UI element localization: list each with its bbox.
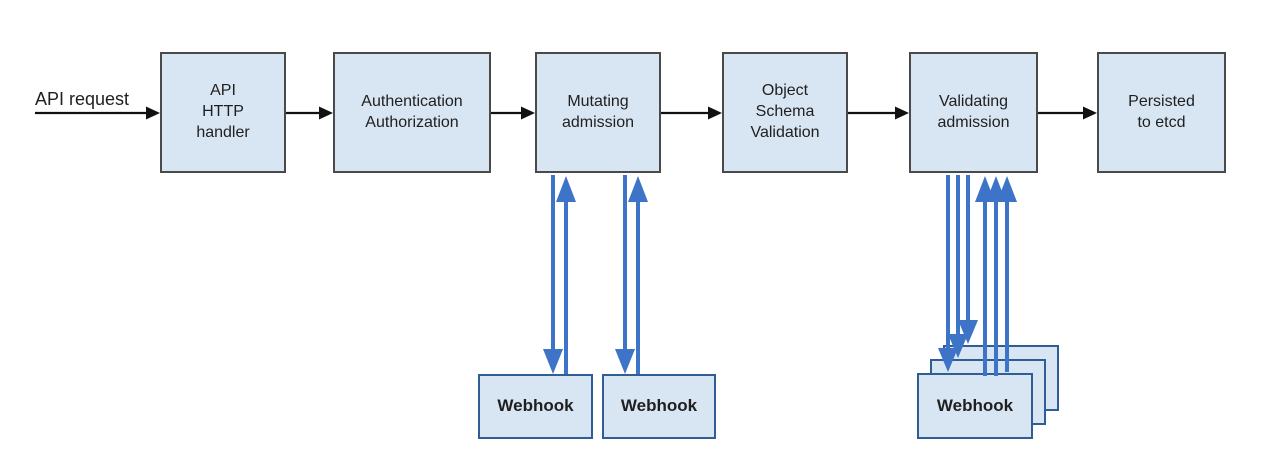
node-object-schema-validation: Object Schema Validation (722, 52, 848, 173)
node-persisted-to-etcd: Persisted to etcd (1097, 52, 1226, 173)
flow-arrow-mutating-to-schema (661, 106, 722, 120)
node-authentication-authorization: Authentication Authorization (333, 52, 491, 173)
mutating-webhook1-call-arrow (543, 175, 563, 374)
validating-webhook-call-arrow-3 (958, 175, 978, 344)
validating-webhook-response-arrow-3 (997, 176, 1017, 372)
mutating-webhook-box-2: Webhook (602, 374, 716, 439)
api-request-label: API request (35, 89, 130, 109)
validating-webhook-call-arrow-1 (938, 175, 958, 372)
flow-arrow-schema-to-validating (848, 106, 909, 120)
mutating-webhook1-response-arrow (556, 176, 576, 374)
flow-arrow-validating-to-etcd (1038, 106, 1097, 120)
flow-arrow-auth-to-mutating (491, 106, 535, 120)
mutating-webhook2-call-arrow (615, 175, 635, 374)
validating-webhook-box-front: Webhook (917, 373, 1033, 439)
node-validating-admission: Validating admission (909, 52, 1038, 173)
flow-arrow-handler-to-auth (286, 106, 333, 120)
node-api-http-handler: API HTTP handler (160, 52, 286, 173)
mutating-webhook2-response-arrow (628, 176, 648, 374)
node-mutating-admission: Mutating admission (535, 52, 661, 173)
mutating-webhook-box-1: Webhook (478, 374, 593, 439)
validating-webhook-call-arrow-2 (948, 175, 968, 358)
